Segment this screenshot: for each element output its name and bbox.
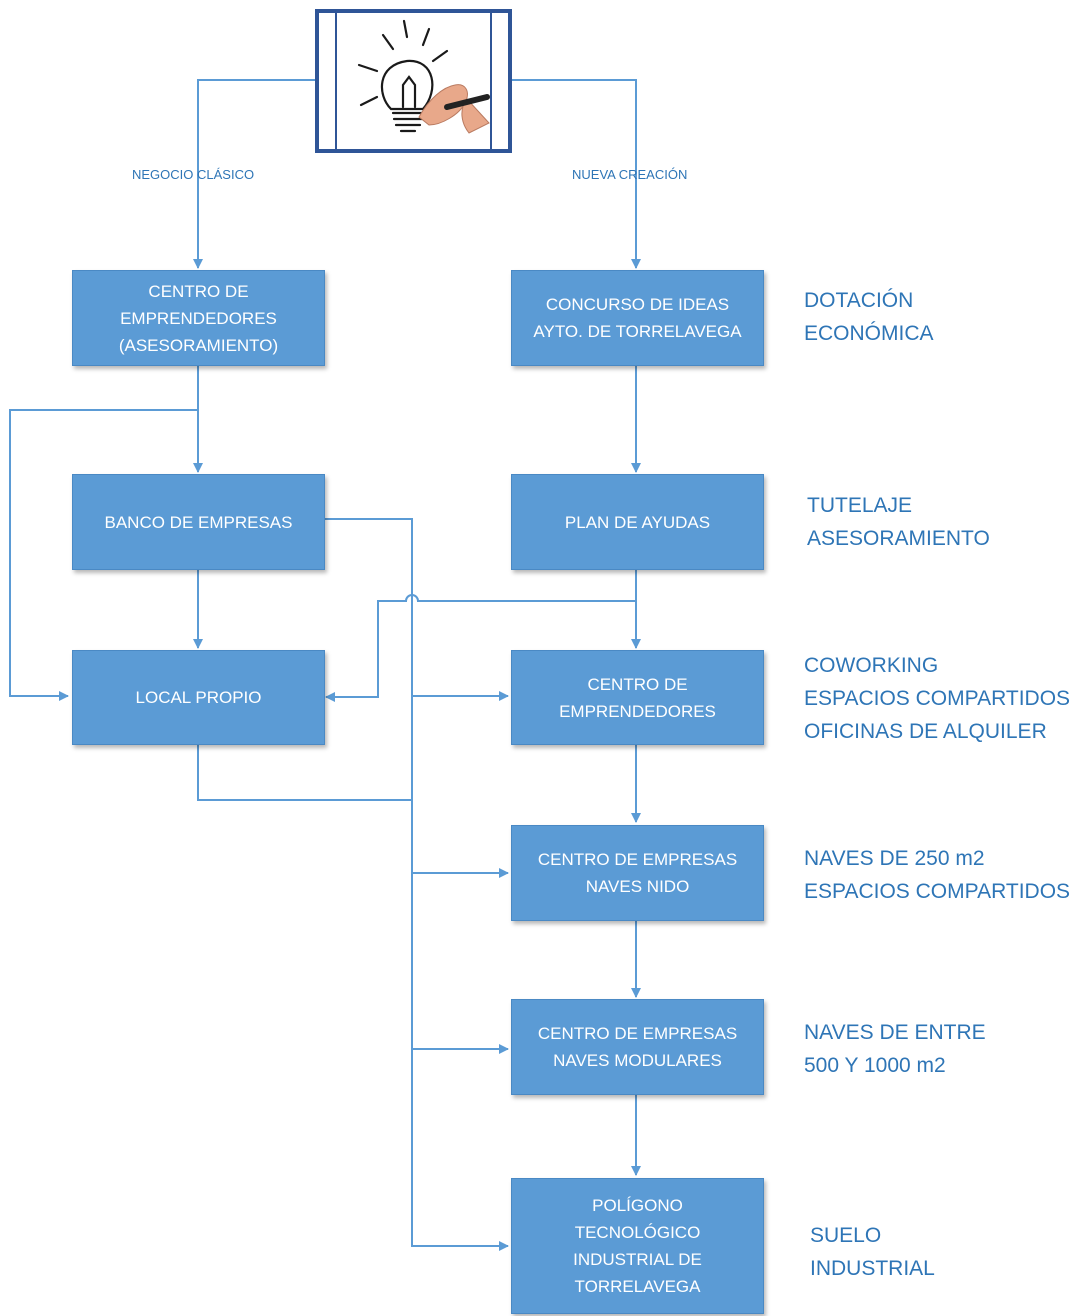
box-label: BANCO DE EMPRESAS — [104, 512, 293, 532]
frame-rail-left — [335, 13, 337, 149]
box-banco-empresas: BANCO DE EMPRESAS — [72, 474, 325, 570]
connector-new-branch — [512, 79, 641, 269]
box-centro-emprendedores: CENTRO DE EMPRENDEDORES — [511, 650, 764, 745]
connector-plan-to-local — [325, 594, 636, 702]
note-suelo: SUELO INDUSTRIAL — [810, 1224, 935, 1280]
lightbulb-drawing-icon — [357, 19, 490, 134]
box-naves-modulares: CENTRO DE EMPRESAS NAVES MODULARES — [511, 999, 764, 1095]
box-label: PLAN DE AYUDAS — [564, 512, 711, 532]
box-plan-ayudas: PLAN DE AYUDAS — [511, 474, 764, 570]
box-label: POLÍGONO TECNOLÓGICO INDUSTRIAL DE TORRE… — [573, 1196, 702, 1296]
connector-asesoramiento-to-local — [9, 409, 198, 701]
note-naves-250: NAVES DE 250 m2 ESPACIOS COMPARTIDOS — [804, 847, 1071, 903]
connector-banco-bus — [324, 518, 509, 1251]
box-label: CENTRO DE EMPRESAS NAVES NIDO — [537, 850, 738, 896]
box-label: CENTRO DE EMPRESAS NAVES MODULARES — [537, 1024, 738, 1070]
note-coworking: COWORKING ESPACIOS COMPARTIDOS OFICINAS … — [804, 654, 1071, 743]
box-label: CENTRO DE EMPRENDEDORES — [559, 674, 716, 721]
box-poligono: POLÍGONO TECNOLÓGICO INDUSTRIAL DE TORRE… — [511, 1178, 764, 1314]
box-label: CONCURSO DE IDEAS AYTO. DE TORRELAVEGA — [533, 295, 742, 341]
box-label: CENTRO DE EMPRENDEDORES (ASESORAMIENTO) — [118, 281, 279, 355]
note-dotacion: DOTACIÓN ECONÓMICA — [804, 289, 934, 345]
box-centro-emprendedores-asesoramiento: CENTRO DE EMPRENDEDORES (ASESORAMIENTO) — [72, 270, 325, 366]
box-label: LOCAL PROPIO — [135, 688, 262, 707]
connector-classic-branch — [193, 79, 315, 269]
note-naves-entre: NAVES DE ENTRE 500 Y 1000 m2 — [804, 1021, 986, 1077]
branch-label-new: NUEVA CREACIÓN — [572, 167, 688, 182]
box-local-propio: LOCAL PROPIO — [72, 650, 325, 745]
frame-rail-right — [490, 13, 492, 149]
box-concurso-ideas: CONCURSO DE IDEAS AYTO. DE TORRELAVEGA — [511, 270, 764, 366]
box-naves-nido: CENTRO DE EMPRESAS NAVES NIDO — [511, 825, 764, 921]
branch-label-classic: NEGOCIO CLÁSICO — [132, 167, 255, 182]
idea-image — [315, 9, 512, 153]
note-tutelaje: TUTELAJE ASESORAMIENTO — [807, 494, 990, 550]
connector-local-to-bus — [197, 743, 412, 801]
